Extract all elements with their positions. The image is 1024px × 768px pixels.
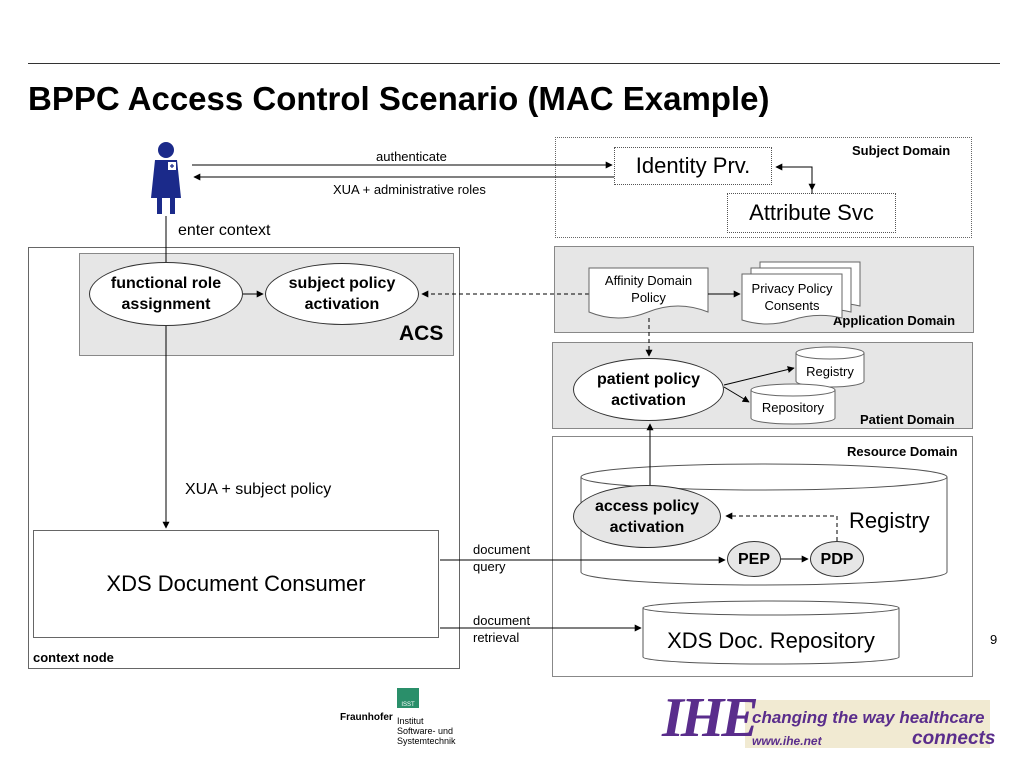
ihe-logo: IHE	[662, 687, 759, 749]
affinity-domain-policy-shape	[588, 267, 709, 319]
resource-registry-label: Registry	[849, 508, 930, 533]
resource-domain-label: Resource Domain	[847, 444, 958, 459]
fraunhofer-logo: Fraunhofer	[340, 712, 393, 723]
page-number: 9	[990, 632, 998, 647]
document-retrieval-label: document retrieval	[473, 613, 531, 645]
user-figure-icon	[151, 142, 181, 214]
identity-provider-label: Identity Prv.	[635, 153, 751, 178]
xds-doc-repository-label: XDS Doc. Repository	[667, 628, 875, 653]
patient-repository-cylinder	[750, 383, 836, 425]
identity-attribute-arrow	[775, 163, 813, 194]
xds-repository-cylinder	[642, 600, 900, 665]
authenticate-label: authenticate	[376, 149, 447, 164]
attribute-service-label: Attribute Svc	[749, 200, 874, 225]
privacy-policy-consents-label: Privacy Policy Consents	[751, 281, 833, 313]
context-node-label: context node	[33, 650, 114, 665]
ihe-connects: connects	[912, 728, 996, 749]
enter-context-label: enter context	[178, 222, 271, 239]
subject-domain-label: Subject Domain	[852, 143, 951, 158]
functional-role-assignment: functional role assignment	[89, 262, 243, 326]
top-divider	[28, 63, 1000, 64]
isst-logo-text: ISST	[401, 702, 415, 708]
acs-label: ACS	[399, 322, 444, 345]
application-domain-label: Application Domain	[833, 313, 956, 328]
xds-document-consumer-label: XDS Document Consumer	[106, 571, 366, 596]
patient-to-registry-arrow	[723, 366, 795, 386]
xua-admin-roles-label: XUA + administrative roles	[333, 182, 486, 197]
xds-document-consumer: XDS Document Consumer	[33, 530, 439, 638]
affinity-domain-policy-label: Affinity Domain Policy	[604, 273, 693, 305]
ihe-logo-band	[745, 700, 990, 748]
institute-label: Institut Software- und Systemtechnik	[397, 716, 456, 746]
pdp-node: PDP	[810, 541, 864, 577]
subject-policy-activation: subject policy activation	[265, 263, 419, 325]
patient-policy-activation: patient policy activation	[573, 358, 724, 421]
isst-logo-icon: ISST	[397, 688, 419, 708]
document-query-label: document query	[473, 542, 531, 574]
ihe-tagline: changing the way healthcare	[752, 708, 985, 727]
pdp-to-access-arrow	[725, 512, 838, 541]
patient-registry-label: Registry	[806, 364, 854, 379]
patient-registry-cylinder	[795, 346, 865, 388]
pep-node: PEP	[727, 541, 781, 577]
patient-repository-label: Repository	[761, 400, 825, 415]
identity-provider: Identity Prv.	[614, 147, 772, 185]
patient-to-repository-arrow	[723, 386, 750, 403]
xua-subject-policy-label: XUA + subject policy	[185, 481, 332, 498]
access-policy-activation: access policy activation	[573, 485, 721, 548]
ihe-url: www.ihe.net	[752, 734, 822, 748]
slide-title: BPPC Access Control Scenario (MAC Exampl…	[28, 80, 770, 117]
patient-domain-label: Patient Domain	[860, 412, 955, 427]
attribute-service: Attribute Svc	[727, 193, 896, 233]
privacy-policy-consents-shape	[741, 273, 843, 325]
